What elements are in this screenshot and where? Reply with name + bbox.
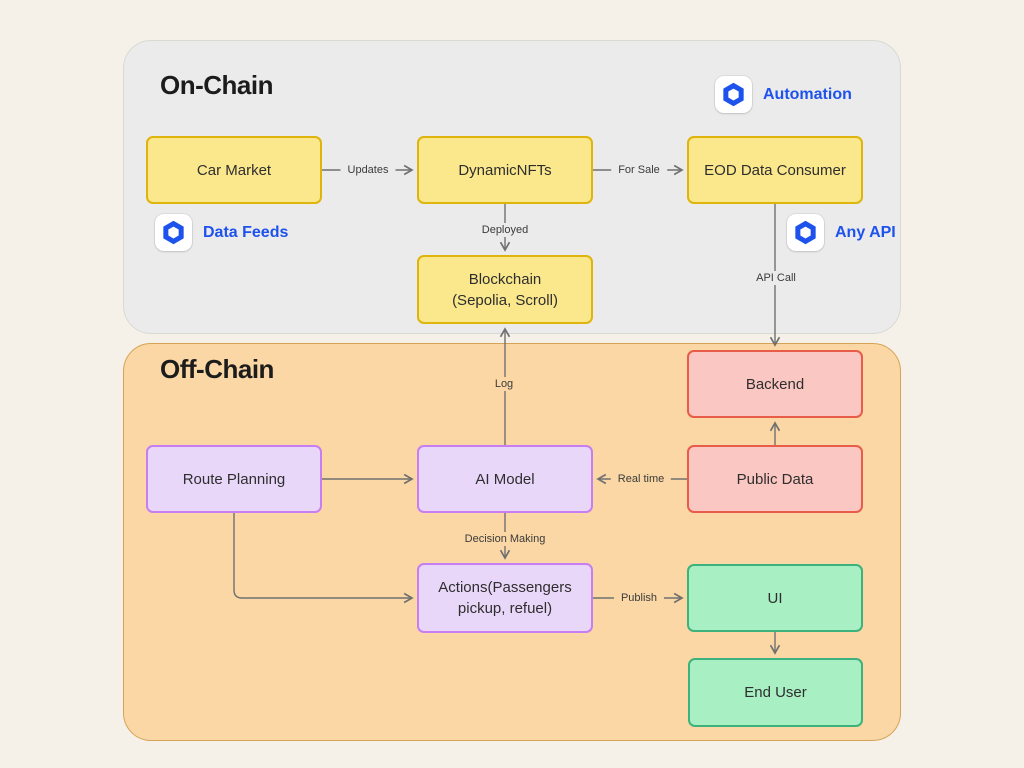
edge-label-updates: Updates bbox=[340, 163, 396, 177]
node-public-data: Public Data bbox=[687, 445, 863, 513]
node-label-line1: Actions(Passengers bbox=[438, 579, 572, 596]
edge-label-for-sale: For Sale bbox=[611, 163, 667, 177]
badge-label-automation: Automation bbox=[763, 85, 852, 103]
edge-label-real-time: Real time bbox=[610, 472, 672, 486]
node-label-line1: Blockchain bbox=[468, 270, 542, 288]
node-car-market: Car Market bbox=[146, 136, 322, 204]
node-label: DynamicNFTs bbox=[458, 161, 552, 179]
chainlink-logo-icon bbox=[155, 214, 192, 251]
node-label: EOD Data Consumer bbox=[704, 161, 846, 179]
node-label-line2: pickup, refuel) bbox=[457, 600, 553, 617]
badge-label-data-feeds: Data Feeds bbox=[203, 223, 289, 241]
chainlink-logo-icon bbox=[787, 214, 824, 251]
edge-label-log: Log bbox=[487, 377, 521, 391]
node-label: Route Planning bbox=[182, 470, 286, 488]
node-label: UI bbox=[767, 589, 783, 607]
node-label: Backend bbox=[745, 375, 805, 393]
node-backend: Backend bbox=[687, 350, 863, 418]
node-label: Car Market bbox=[196, 161, 272, 179]
edge-label-publish: Publish bbox=[613, 591, 665, 605]
chainlink-logo-icon bbox=[715, 76, 752, 113]
badge-label-any-api: Any API bbox=[835, 223, 896, 241]
node-eod-data-consumer: EOD Data Consumer bbox=[687, 136, 863, 204]
on-chain-title: On-Chain bbox=[160, 70, 274, 100]
edge-label-deployed: Deployed bbox=[474, 223, 536, 237]
node-label-line2: (Sepolia, Scroll) bbox=[452, 291, 558, 309]
edge-label-decision-making: Decision Making bbox=[457, 532, 553, 546]
node-label: AI Model bbox=[475, 470, 535, 488]
chainlink-automation-badge: Automation bbox=[715, 76, 852, 113]
node-blockchain: Blockchain (Sepolia, Scroll) bbox=[417, 255, 593, 324]
node-label: End User bbox=[744, 684, 807, 701]
chainlink-data-feeds-badge: Data Feeds bbox=[155, 214, 288, 251]
node-actions: Actions(Passengers pickup, refuel) bbox=[417, 563, 593, 633]
chainlink-any-api-badge: Any API bbox=[787, 214, 896, 251]
node-route-planning: Route Planning bbox=[146, 445, 322, 513]
node-ui: UI bbox=[687, 564, 863, 632]
off-chain-title: Off-Chain bbox=[160, 354, 274, 384]
node-ai-model: AI Model bbox=[417, 445, 593, 513]
node-dynamicnfts: DynamicNFTs bbox=[417, 136, 593, 204]
edge-label-api-call: API Call bbox=[749, 271, 803, 285]
node-label: Public Data bbox=[736, 470, 814, 488]
node-end-user: End User bbox=[688, 658, 863, 727]
